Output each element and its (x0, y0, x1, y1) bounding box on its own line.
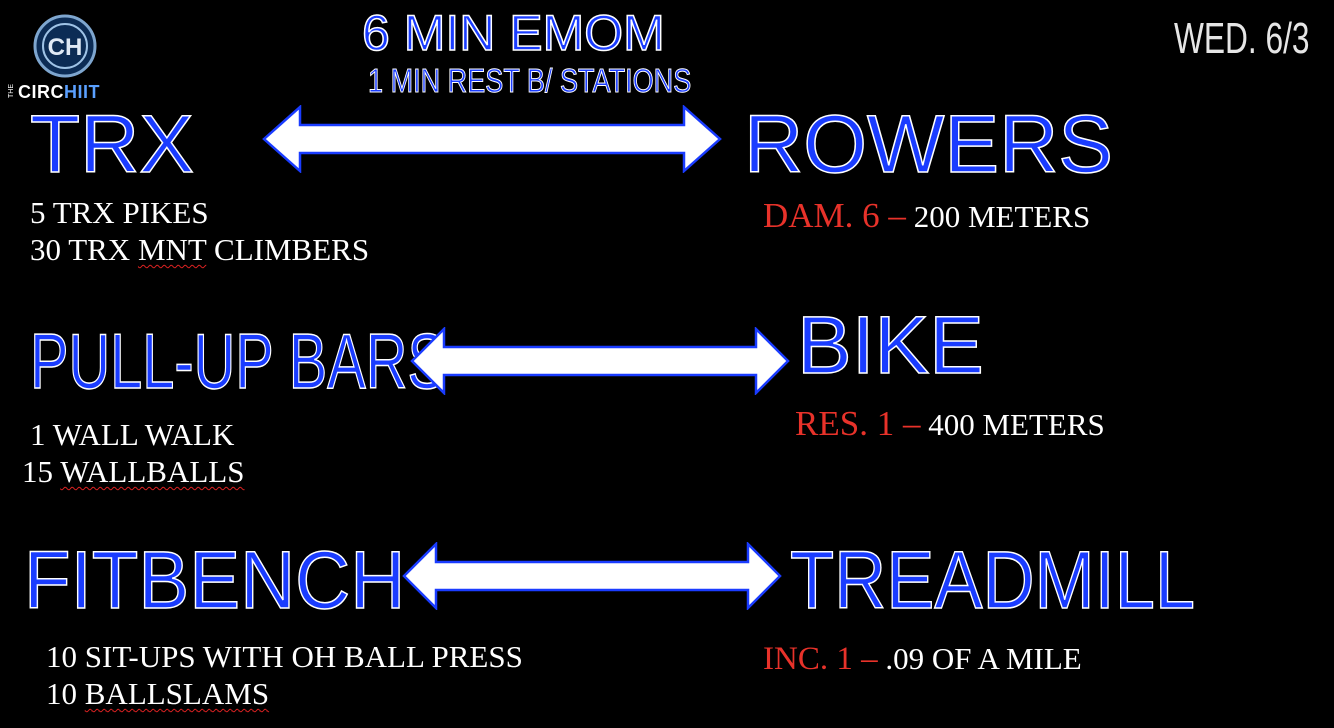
bike-target: 400 METERS (928, 407, 1105, 442)
fitbench-line-1: 10 SIT-UPS WITH OH BALL PRESS (46, 639, 523, 674)
double-arrow-icon (402, 542, 782, 610)
trx-line-2-c: CLIMBERS (206, 232, 370, 267)
station-trx: TRX (29, 99, 195, 190)
treadmill-target: .09 OF A MILE (885, 641, 1082, 676)
station-pull-up-bars: PULL-UP BARS (29, 317, 446, 405)
logo-text: CIRCHIIT (18, 82, 100, 102)
treadmill-setting: INC. 1 – (763, 641, 878, 677)
station-fitbench: FITBENCH (23, 535, 406, 626)
double-arrow-icon (262, 105, 722, 173)
pullup-line-1: 1 WALL WALK (30, 417, 235, 452)
pullup-line-2-a: 15 (22, 454, 61, 489)
rowers-detail: DAM. 6 – 200 METERS (763, 195, 1090, 237)
date-label: WED. 6/3 (1174, 14, 1310, 63)
rowers-target: 200 METERS (913, 199, 1091, 234)
double-arrow-icon (410, 327, 790, 395)
treadmill-detail: INC. 1 – .09 OF A MILE (763, 640, 1082, 680)
fitbench-line-2: 10 BALLSLAMS (46, 675, 269, 712)
circhiit-logo: CH THE CIRCHIIT (8, 8, 118, 104)
bike-setting: RES. 1 – (795, 404, 921, 443)
station-treadmill: TREADMILL (789, 535, 1195, 626)
trx-line-1: 5 TRX PIKES (30, 195, 209, 230)
trx-line-2: 30 TRX MNT CLIMBERS (30, 231, 369, 268)
station-bike: BIKE (796, 300, 984, 391)
fitbench-line-2-b: BALLSLAMS (84, 676, 270, 711)
trx-line-2-a: 30 TRX (30, 232, 138, 267)
pullup-line-2-b: WALLBALLS (60, 454, 245, 489)
logo-prefix: THE (8, 84, 15, 98)
fitbench-line-2-a: 10 (46, 676, 85, 711)
bike-detail: RES. 1 – 400 METERS (795, 403, 1105, 445)
trx-line-2-b: MNT (137, 232, 207, 267)
pullup-line-2: 15 WALLBALLS (22, 453, 244, 490)
logo-monogram: CH (48, 34, 83, 61)
rowers-setting: DAM. 6 – (763, 196, 906, 235)
logo-wordmark: CIRCHIIT (18, 83, 100, 101)
station-rowers: ROWERS (743, 99, 1114, 190)
header-title: 6 MIN EMOM (361, 5, 665, 61)
circhiit-logo-icon: CH (33, 14, 97, 78)
header-subtitle: 1 MIN REST B/ STATIONS (368, 62, 692, 99)
